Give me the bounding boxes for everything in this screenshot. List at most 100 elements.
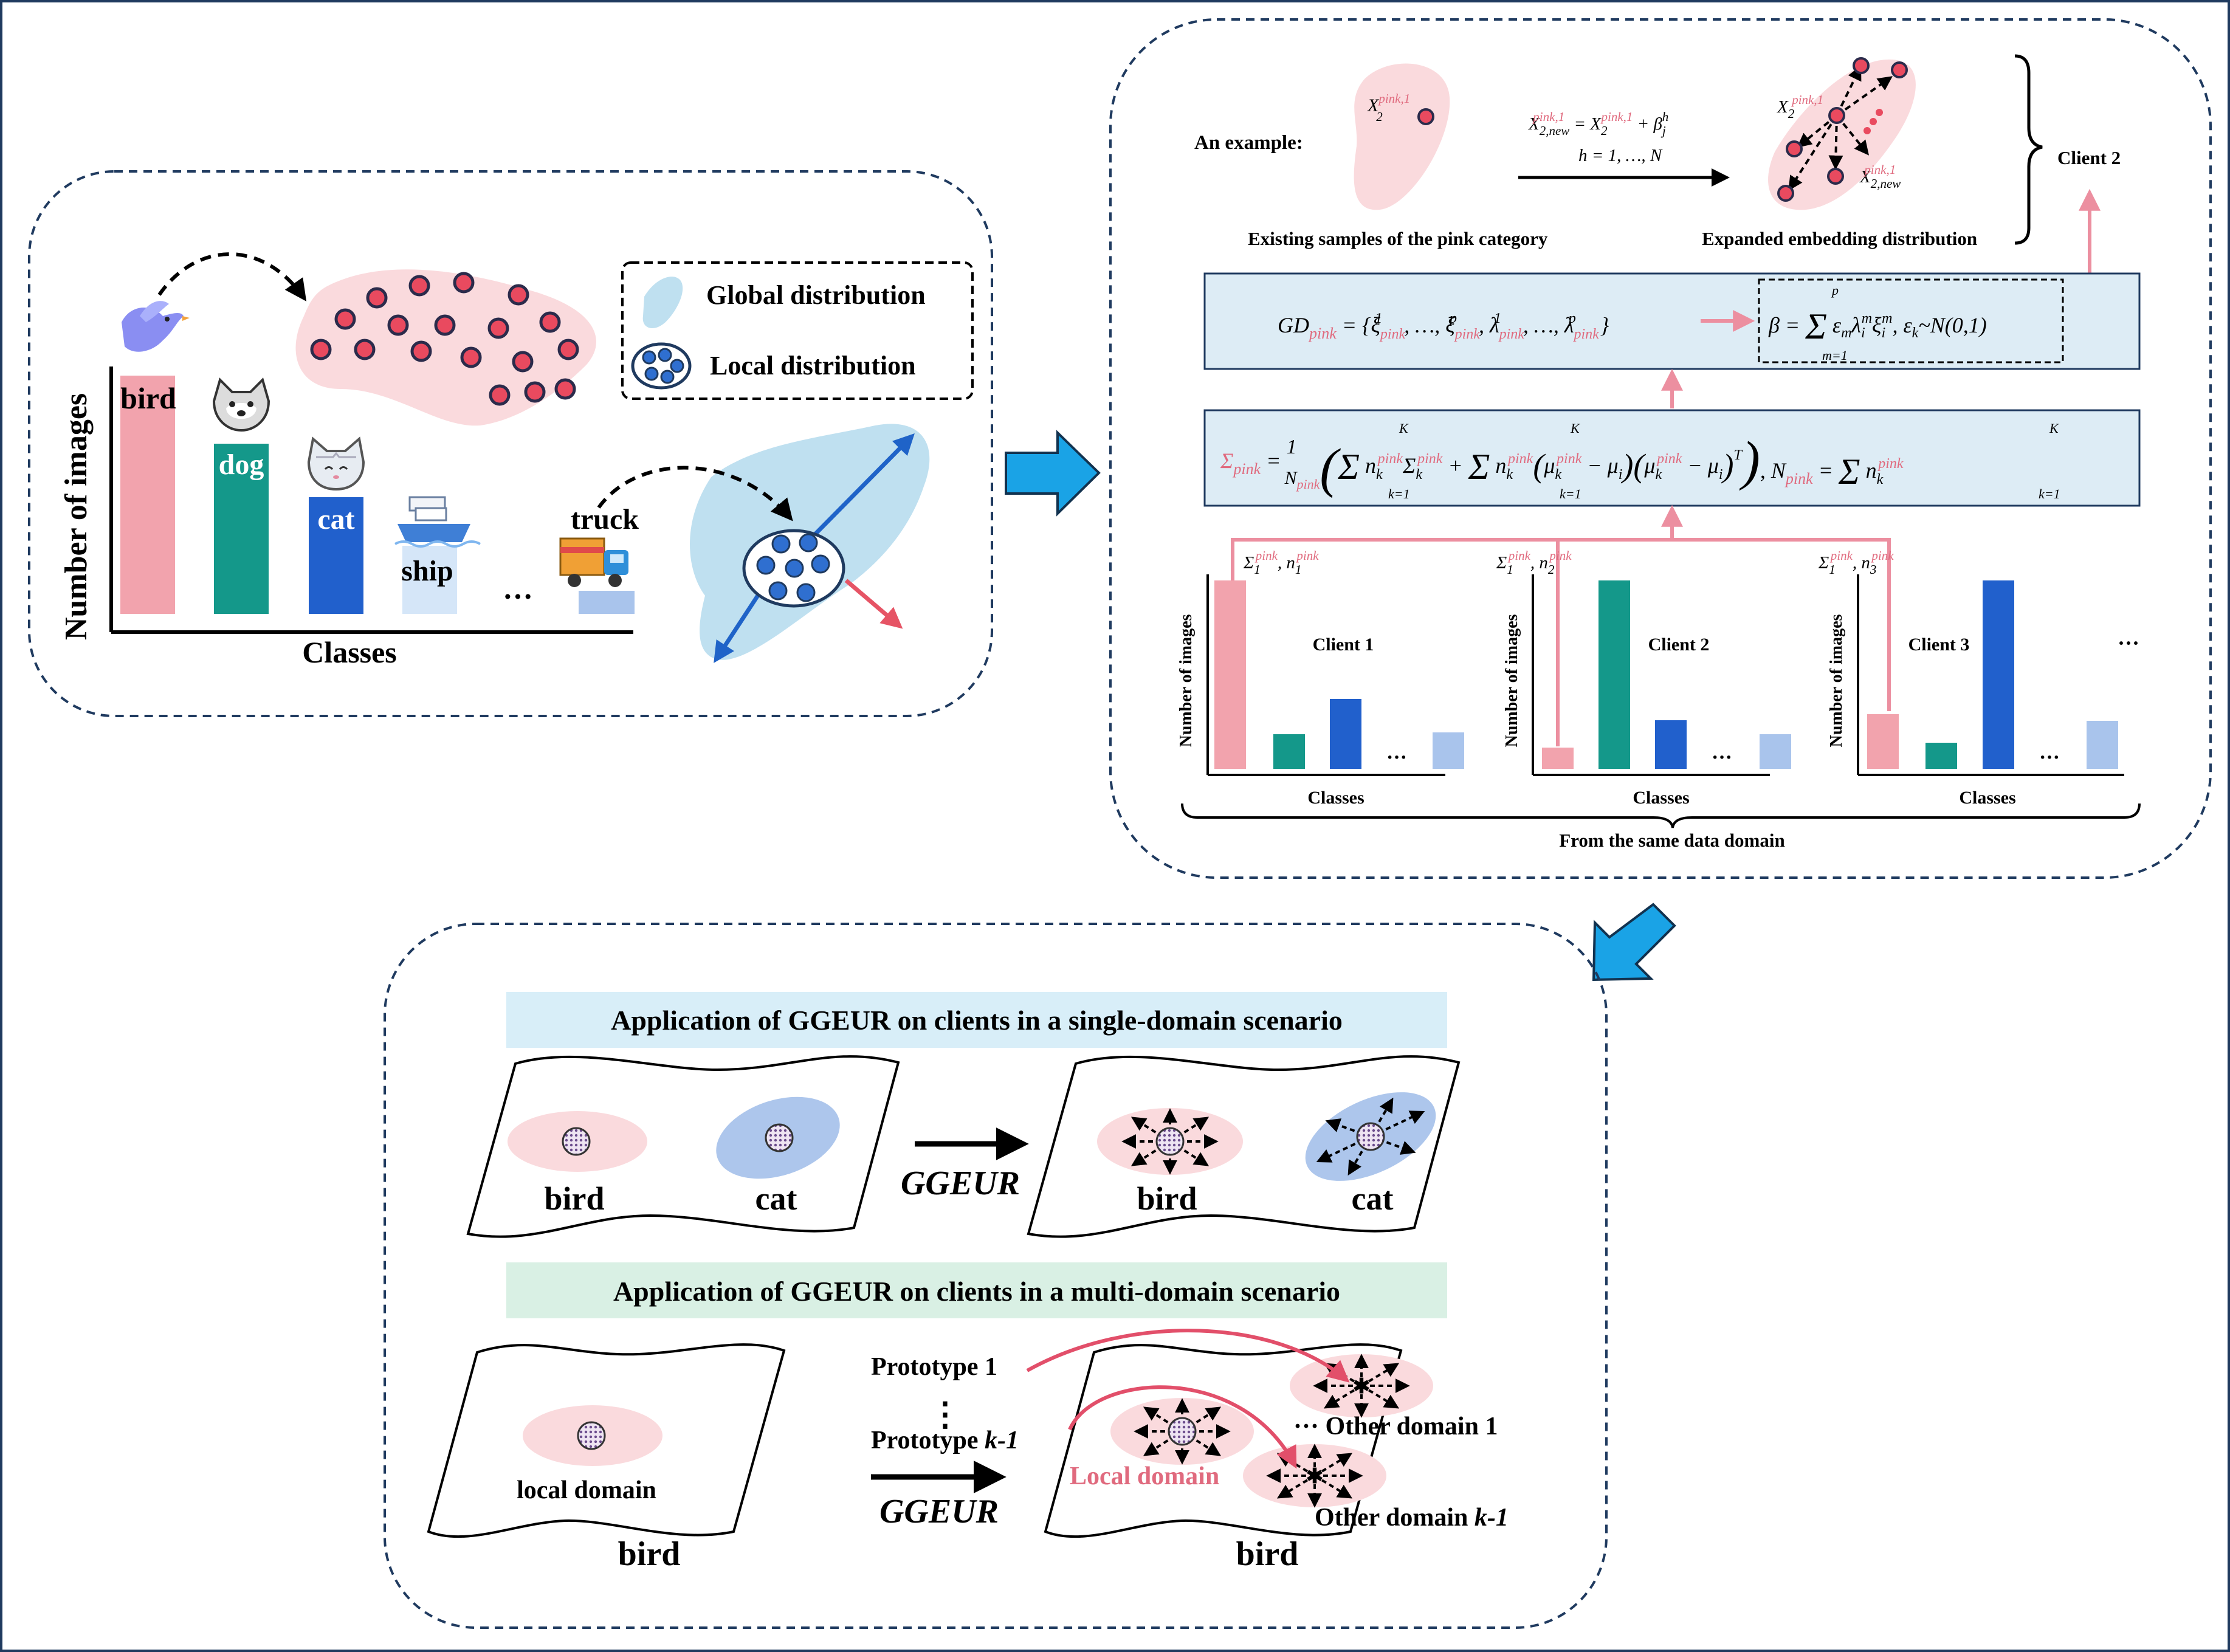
single-input-bird-samples	[562, 1127, 591, 1156]
client3-ylabel: Number of images	[1827, 614, 1846, 748]
client1-bar-light	[1433, 732, 1464, 769]
legend-box	[621, 261, 974, 400]
bar-ship-label: ship	[401, 555, 453, 587]
prototype-k1-label: Prototype k-1	[871, 1427, 1019, 1454]
single-input-bird-label: bird	[544, 1180, 604, 1217]
client-1-chart: Number of images ··· Client 1 Classes Σ1…	[1177, 548, 1464, 808]
multi-local-expanded-arrows	[1134, 1398, 1231, 1465]
expanded-samples	[1777, 57, 1908, 202]
single-ggeur-label: GGEUR	[901, 1165, 1020, 1202]
single-output-bird-label: bird	[1137, 1180, 1197, 1217]
client1-ylabel: Number of images	[1177, 614, 1196, 748]
client1-bar-teal	[1273, 734, 1305, 769]
legend-local-label: Local distribution	[710, 351, 916, 380]
bird-icon	[122, 301, 190, 352]
single-input-cat-label: cat	[755, 1180, 797, 1217]
multi-input-bird-label: bird	[618, 1535, 681, 1573]
single-output-cat-samples	[1356, 1122, 1385, 1151]
left-class-chart: Number of images Classes bird dog cat sh…	[59, 301, 639, 669]
pink-samples	[310, 272, 579, 406]
global-distribution-swatch	[642, 277, 683, 329]
existing-pink-blob	[1354, 63, 1450, 210]
bar-dog-label: dog	[219, 449, 264, 481]
truck-to-local-arrow	[597, 466, 793, 521]
gd-formula: GDpink = {ξpink1, …, ξpinkp, λpink1, …, …	[1278, 311, 1609, 342]
svg-text:K: K	[1570, 421, 1580, 436]
ship-icon	[394, 496, 481, 548]
pink-class-distribution	[295, 269, 596, 426]
expanded-ellipsis-dots	[1863, 109, 1883, 134]
minor-axis-arrow	[844, 579, 903, 629]
bar-cat	[309, 497, 363, 614]
client1-title: Client 1	[1313, 635, 1374, 655]
expanded-pink-blob	[1768, 59, 1916, 210]
same-domain-label: From the same data domain	[1559, 830, 1784, 851]
client-2-chart: Number of images ··· Client 2 Classes Σ1…	[1496, 548, 1791, 808]
client2-label: Client 2	[2057, 147, 2121, 168]
bar-truck-label: truck	[571, 503, 639, 535]
other-domain-k1-star: ✱	[1306, 1465, 1324, 1488]
flow-arrow-down-left	[1592, 903, 1676, 982]
client1-xlabel: Classes	[1307, 788, 1364, 808]
bar-bird	[120, 376, 175, 614]
sigma-formula-box	[1203, 409, 2141, 507]
client2-xlabel: Classes	[1633, 788, 1689, 808]
client3-bar-blue	[1983, 580, 2014, 769]
client2-bar-teal	[1599, 580, 1630, 769]
multi-local-samples	[1168, 1417, 1197, 1446]
left-chart-ellipsis: ···	[503, 579, 533, 613]
client3-title: Client 3	[1908, 635, 1970, 655]
expanded-new-label: X2,newpink,1	[1859, 162, 1901, 191]
bottom-panel: Application of GGEUR on clients in a sin…	[384, 923, 1608, 1629]
existing-caption: Existing samples of the pink category	[1248, 228, 1548, 249]
single-output-cat-label: cat	[1352, 1180, 1394, 1217]
prototype-dots: ⋮	[929, 1396, 962, 1433]
other-domain-k1-arrows	[1266, 1444, 1363, 1508]
client2-bar-blue	[1655, 720, 1687, 769]
single-domain-title-bg	[506, 992, 1447, 1048]
expanded-caption: Expanded embedding distribution	[1702, 228, 1977, 249]
svg-text:X2,newpink,1 = X2pink,1 + βjh: X2,newpink,1 = X2pink,1 + βjh	[1528, 109, 1668, 138]
truck-icon	[559, 537, 628, 587]
svg-text:K: K	[1399, 421, 1409, 436]
client3-bar-pink	[1867, 714, 1899, 769]
same-domain-brace	[1181, 803, 2141, 828]
single-output-bird-arrows	[1121, 1108, 1219, 1175]
client2-ellipsis: ···	[1712, 746, 1732, 769]
multi-output-bird-label: bird	[1236, 1535, 1299, 1573]
prototype-k1-arrow	[1068, 1385, 1297, 1469]
augmentation-formula: X2,newpink,1 = X2pink,1 + βjh h = 1, …, …	[1528, 109, 1668, 165]
client3-bar-light	[2087, 721, 2118, 769]
single-output-bird-samples	[1155, 1127, 1185, 1156]
cat-icon	[307, 436, 365, 491]
expansion-arrows	[1788, 65, 1893, 191]
svg-text:k=1: k=1	[1560, 486, 1581, 501]
bar-dog	[214, 444, 269, 614]
left-chart-ylabel: Number of images	[59, 393, 94, 640]
client2-stats: Σ1pink, n2pink	[1496, 548, 1572, 577]
local-domain-label: Local domain	[1070, 1462, 1219, 1490]
existing-sample-point	[1417, 108, 1434, 125]
client3-ellipsis: ···	[2039, 746, 2060, 769]
beta-formula: β = Σ εmλimξim, εk~N(0,1)	[1768, 306, 1987, 346]
beta-sum-lower: m=1	[1822, 348, 1848, 363]
client2-title: Client 2	[1648, 635, 1710, 655]
left-panel-border	[28, 170, 993, 717]
example-label: An example:	[1194, 132, 1303, 154]
client-3-chart: Number of images ··· Client 3 Classes Σ1…	[1818, 548, 2124, 808]
client3-stats: Σ1pink, n3pink	[1818, 548, 1894, 577]
expanded-origin-label: X2pink,1	[1777, 92, 1823, 121]
client2-bar-pink	[1542, 748, 1574, 769]
bar-ship	[402, 546, 457, 614]
left-chart-xlabel: Classes	[302, 635, 397, 669]
bottom-panel-border	[384, 923, 1608, 1629]
bar-bird-label: bird	[120, 381, 176, 415]
principal-axis-down-arrow	[714, 591, 762, 663]
single-output-plane	[1027, 1055, 1461, 1238]
multi-input-bird-samples	[577, 1421, 606, 1450]
single-domain-title: Application of GGEUR on clients in a sin…	[611, 1005, 1343, 1036]
